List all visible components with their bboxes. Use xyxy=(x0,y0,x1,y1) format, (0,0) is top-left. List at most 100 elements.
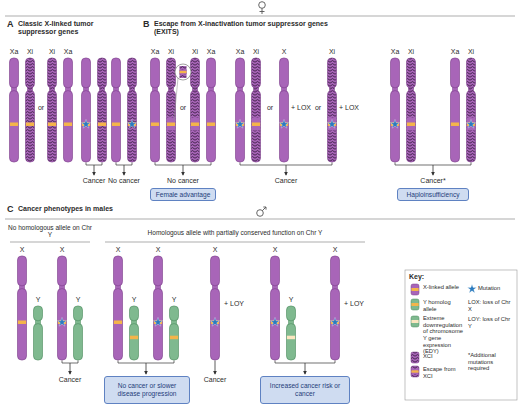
legend-text: Escape from XCI xyxy=(423,366,465,379)
allele-band xyxy=(130,336,138,340)
outcome-label: Cancer* xyxy=(416,177,450,185)
y-chromosome xyxy=(34,306,43,360)
x-chromosome xyxy=(207,58,216,162)
box-text: Female advantage xyxy=(156,191,211,199)
chromosome-label: X xyxy=(16,246,28,254)
chromosome-label: Xa xyxy=(204,48,218,56)
group-bracket xyxy=(395,163,471,166)
chromosome-arm xyxy=(18,289,27,360)
mutation-star xyxy=(327,119,336,128)
outcome-label: Cancer xyxy=(198,376,232,384)
chromosome-arm xyxy=(114,289,123,360)
allele-band xyxy=(98,122,106,126)
x-chromosome xyxy=(98,58,107,162)
x-chromosome xyxy=(390,58,399,162)
chromosome-arm xyxy=(280,91,289,162)
legend-sample xyxy=(411,316,419,327)
x-chromosome xyxy=(18,256,27,360)
chromosome-arm xyxy=(58,289,67,360)
x-chromosome xyxy=(81,58,90,162)
mutation-star xyxy=(270,317,279,326)
chromosome-arm xyxy=(287,324,296,360)
legend-sample xyxy=(411,299,419,310)
chromosome-arm xyxy=(151,58,160,88)
chromosome-arm xyxy=(287,306,296,321)
chromosome-arm xyxy=(407,91,416,162)
male-symbol xyxy=(257,207,266,216)
x-chromosome xyxy=(466,58,475,162)
chromosome-arm xyxy=(112,91,121,162)
x-chromosome xyxy=(191,58,200,162)
allele-band xyxy=(112,122,120,126)
group-bracket xyxy=(62,361,78,364)
chromosome-arm xyxy=(170,324,179,360)
box-text: Increased cancer risk or cancer xyxy=(264,382,346,397)
loss-label: + LOX xyxy=(337,104,361,112)
x-chromosome xyxy=(235,58,244,162)
mutation-star xyxy=(390,119,399,128)
chromosome-arm xyxy=(128,91,137,162)
group-heading: Homologous allele with partially conserv… xyxy=(105,229,365,236)
allele-band xyxy=(180,71,187,73)
chromosome-arm xyxy=(391,58,400,88)
mutation-star xyxy=(466,119,475,128)
allele-band xyxy=(151,122,159,126)
mutation-star xyxy=(330,317,339,326)
chromosome-arm xyxy=(280,58,289,88)
x-chromosome xyxy=(270,256,279,360)
chromosome-arm xyxy=(154,289,163,360)
mutation-star xyxy=(81,119,90,128)
group-underline xyxy=(10,242,90,243)
outcome-arrow xyxy=(70,363,71,374)
key-box xyxy=(405,270,517,400)
chromosome-arm xyxy=(98,91,107,162)
x-chromosome xyxy=(153,256,162,360)
chromosome-arm xyxy=(207,91,216,162)
chromosome-label: Y xyxy=(168,296,180,304)
chromosome-arm xyxy=(151,91,160,162)
chromosome-arm xyxy=(10,91,19,162)
chromosome-arm xyxy=(191,91,200,162)
chromosome-arm xyxy=(64,91,73,162)
mutation-star xyxy=(127,119,136,128)
chromosome-label: Xa xyxy=(148,48,162,56)
escape-region xyxy=(191,117,199,130)
allele-band xyxy=(170,336,178,340)
outcome-label: No cancer xyxy=(108,177,140,185)
chromosome-arm xyxy=(114,256,123,286)
panel-letter: B xyxy=(143,19,153,29)
or-label: or xyxy=(264,104,276,112)
chromosome-label: Y xyxy=(128,296,140,304)
chromosome-label: X xyxy=(112,246,124,254)
x-chromosome xyxy=(330,256,339,360)
chromosome-label: X xyxy=(209,246,221,254)
chromosome-label: Xa xyxy=(7,48,21,56)
chromosome-arm xyxy=(271,289,280,360)
chromosome-arm xyxy=(48,91,57,162)
footnote: *Additional mutations required xyxy=(468,352,514,372)
x-chromosome xyxy=(127,58,136,162)
chromosome-label: Xa xyxy=(388,48,402,56)
chromosome-label: Xi xyxy=(325,48,339,56)
legend-sample xyxy=(467,284,476,293)
allele-band xyxy=(451,122,459,126)
allele-band xyxy=(252,122,260,126)
group-bracket xyxy=(86,163,102,166)
chromosome-arm xyxy=(130,306,139,321)
escape-region xyxy=(252,117,260,130)
magnified-inset xyxy=(174,64,191,120)
inset-chromatin xyxy=(180,66,187,78)
x-chromosome xyxy=(114,256,123,360)
x-chromosome xyxy=(64,58,73,162)
x-chromosome xyxy=(112,58,121,162)
allele-band xyxy=(18,320,26,324)
chromosome-arm xyxy=(236,58,245,88)
chromosome-arm xyxy=(10,58,19,88)
mutation-star xyxy=(279,119,288,128)
allele-band xyxy=(26,122,34,126)
chromosome-arm xyxy=(48,58,57,88)
chromosome-arm xyxy=(74,306,83,321)
chromosome-arm xyxy=(467,58,476,88)
escape-region xyxy=(467,117,475,130)
female-symbol xyxy=(259,2,266,14)
